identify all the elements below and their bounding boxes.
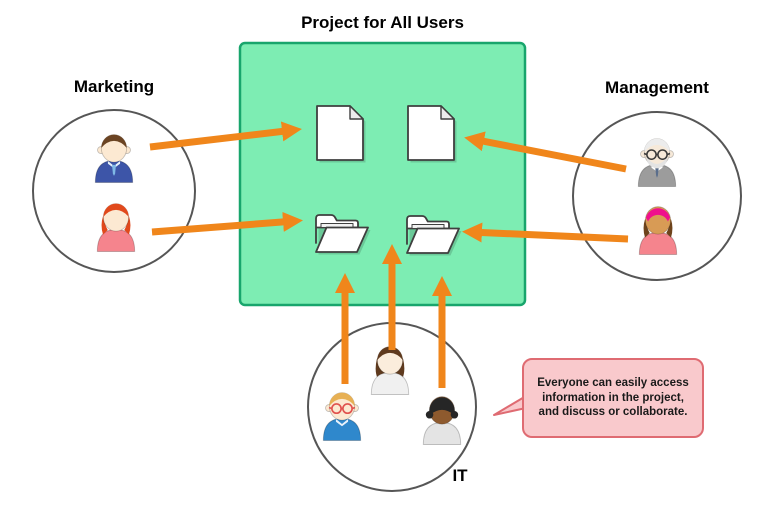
group-label-it: IT <box>452 466 468 485</box>
avatar-it-analyst <box>322 392 362 441</box>
avatar-hair-side <box>643 219 650 238</box>
avatar-marketing-man <box>94 134 134 183</box>
avatar-it-developer <box>370 346 410 395</box>
callout-line: information in the project, <box>542 391 684 404</box>
arrow-marketing-to-folder <box>151 211 303 236</box>
group-label-management: Management <box>605 78 709 97</box>
arrow-marketing-to-document <box>149 121 302 151</box>
avatar-hair-side <box>450 411 459 419</box>
callout-line: and discuss or collaborate. <box>538 406 688 419</box>
project-box <box>238 41 527 307</box>
document-icon <box>316 105 366 163</box>
avatar-hair <box>101 134 127 148</box>
avatar-tie <box>112 164 116 176</box>
avatar-hair <box>644 138 670 152</box>
avatar-headband <box>645 208 671 222</box>
access-arrows <box>149 121 629 388</box>
avatar-hair <box>103 203 129 217</box>
avatar-it-engineer <box>422 396 462 445</box>
callout-line: Everyone can easily access <box>537 377 689 390</box>
avatar-hair-side <box>425 411 434 419</box>
avatar-beard <box>646 156 668 169</box>
avatar-hair-side <box>124 216 131 235</box>
avatar-hair <box>429 397 455 415</box>
glasses-icon <box>643 149 671 160</box>
document-icon <box>407 105 457 163</box>
callout-bubble: Everyone can easily access information i… <box>522 358 704 438</box>
avatar-management-woman <box>638 206 678 255</box>
folder-icon <box>315 214 371 255</box>
avatar-hair <box>329 392 355 406</box>
project-box-title: Project for All Users <box>301 13 464 32</box>
group-label-marketing: Marketing <box>73 77 155 96</box>
avatar-hair-side <box>101 216 108 235</box>
glasses-icon <box>328 403 356 415</box>
avatar-management-man <box>637 138 677 187</box>
folder-icon <box>406 215 462 256</box>
avatar-collar <box>335 419 349 427</box>
avatar-hair-side <box>666 219 673 238</box>
arrow-management-to-folder <box>462 222 629 243</box>
avatar-hair <box>377 346 403 360</box>
arrow-management-to-document <box>464 131 627 173</box>
avatar-marketing-woman <box>96 203 136 252</box>
avatar-tie <box>655 168 659 178</box>
